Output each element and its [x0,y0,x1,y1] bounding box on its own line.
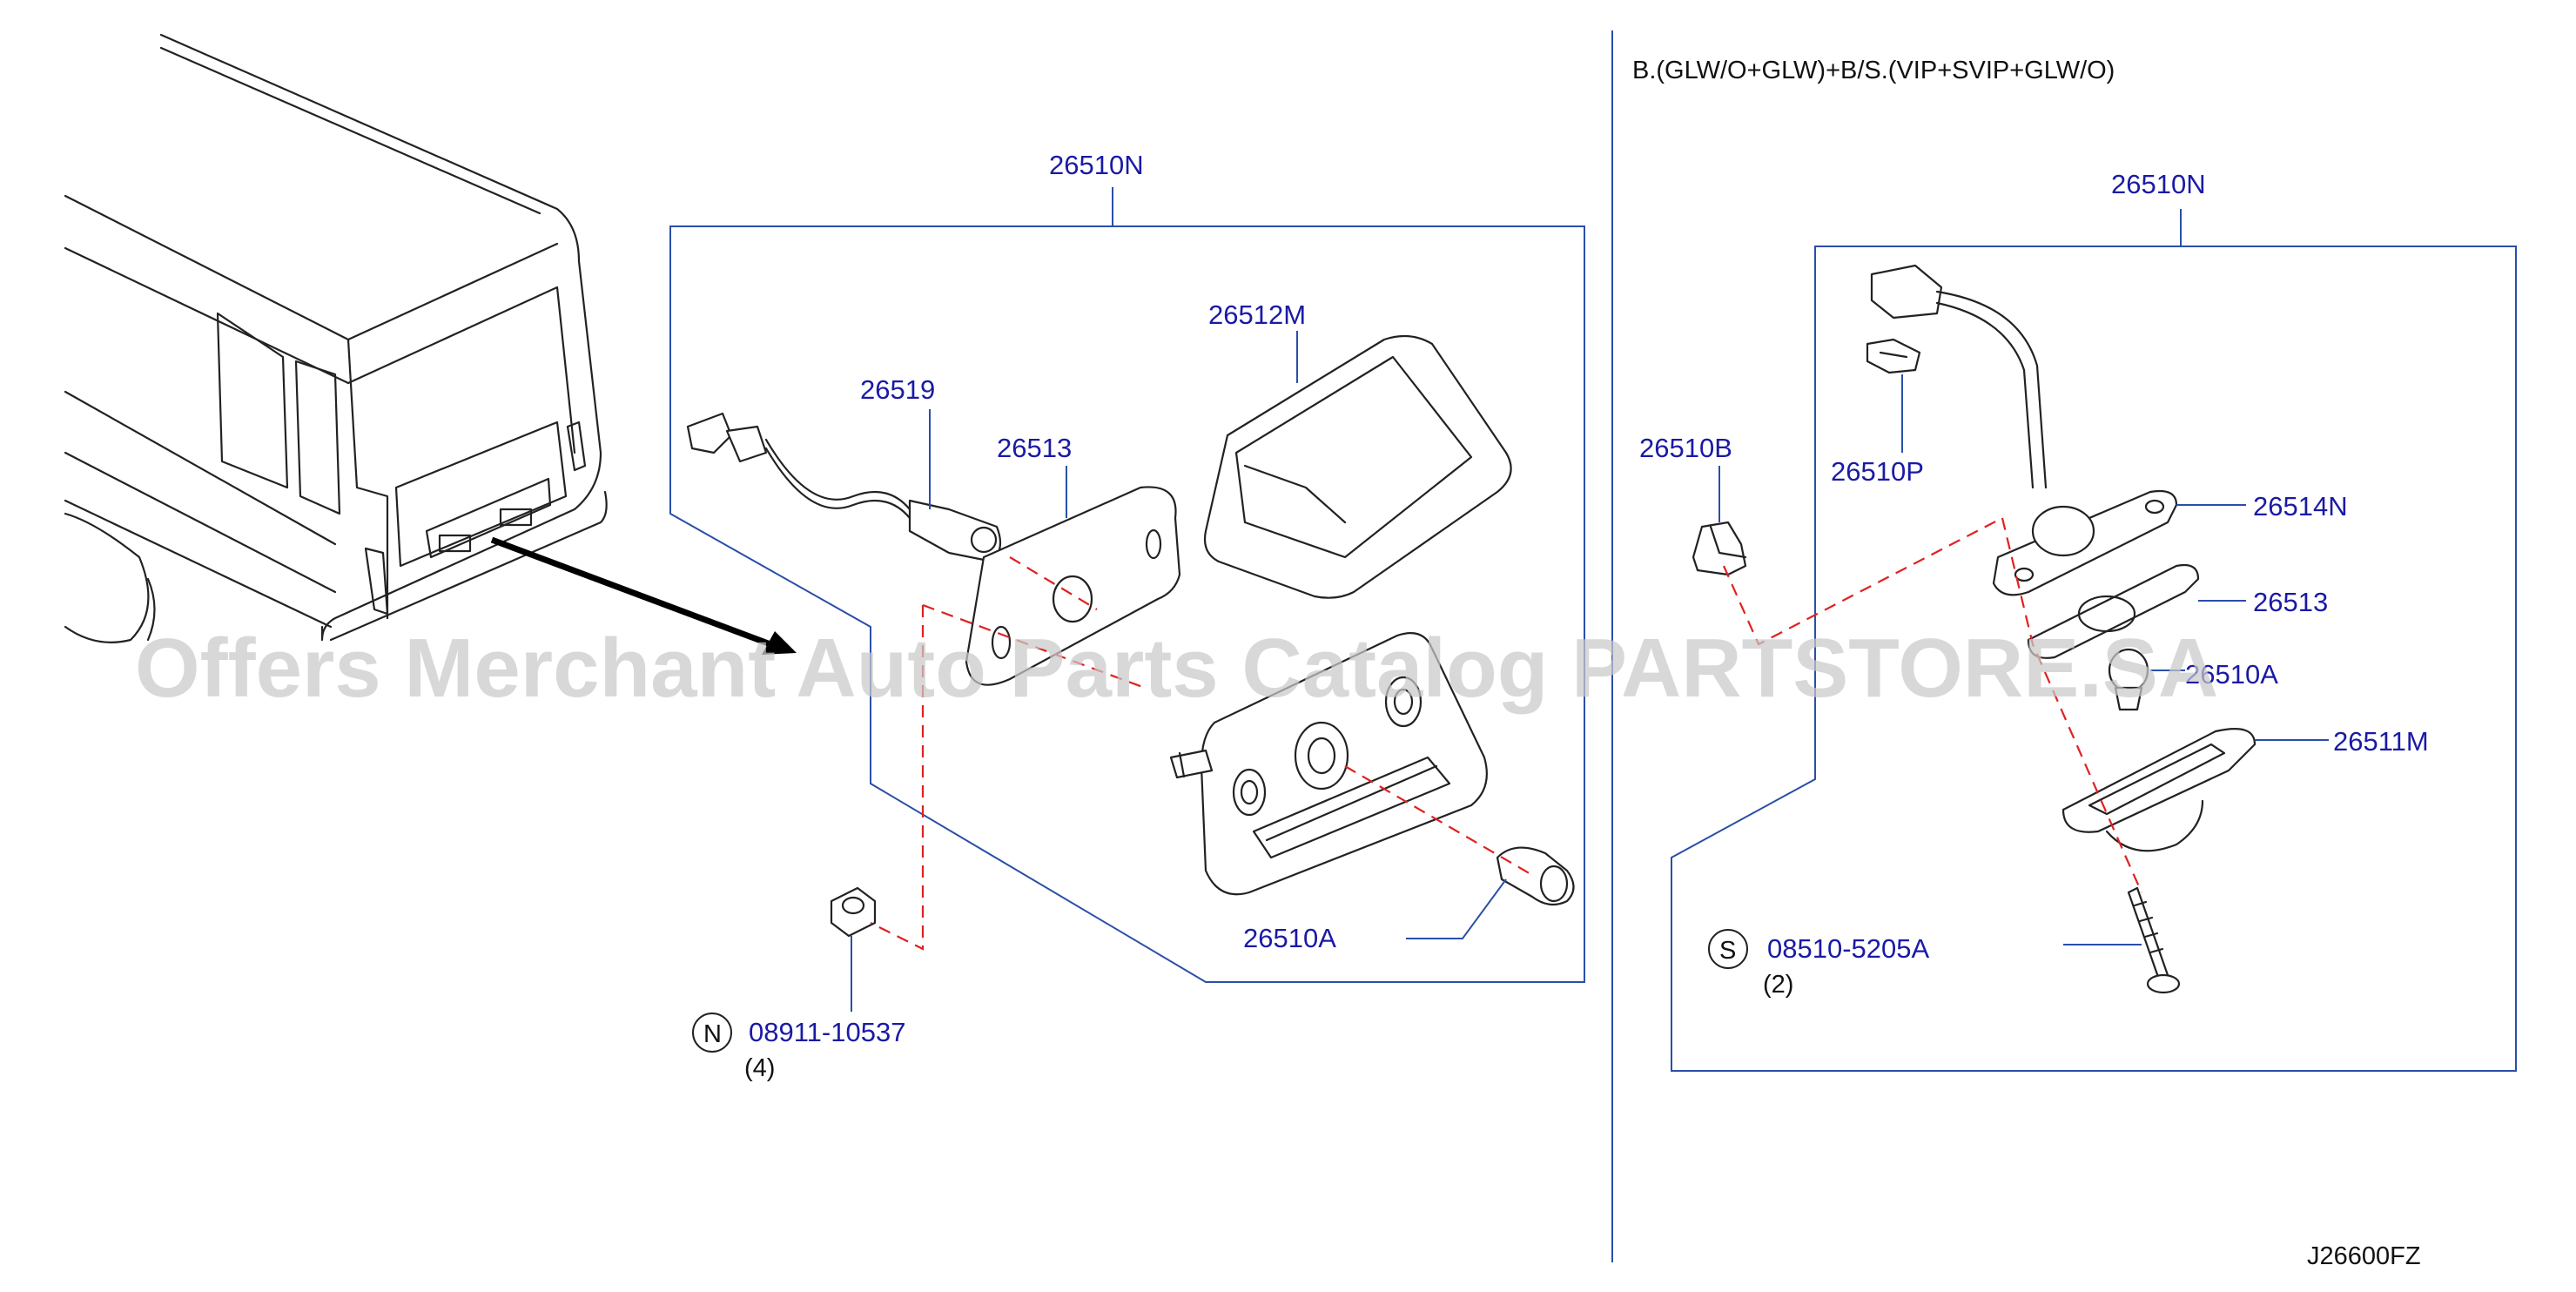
nut-part-label: 08911-10537 [749,1017,905,1047]
right-gasket-label: 26513 [2253,587,2328,617]
left-assembly-frame [669,225,1585,983]
left-lens-label: 26512M [1208,299,1306,330]
right-gasket [2027,563,2200,659]
left-dashed-guides [870,556,1533,951]
right-dashed-guides [1722,517,2143,893]
right-bulb [2108,648,2149,711]
left-lens-cover [1203,334,1512,599]
location-arrow [490,536,797,655]
right-screw [2127,886,2181,994]
nut-symbol: N [703,1020,722,1048]
left-bulb [1496,846,1575,906]
screw-part-label: 08510-5205A [1767,933,1929,964]
van-illustration [64,33,608,643]
right-connector-label: 26510P [1831,456,1924,487]
right-clip [1692,521,1747,576]
section-heading: B.(GLW/O+GLW)+B/S.(VIP+SVIP+GLW/O) [1632,57,2115,84]
screw-symbol-circle: S [1708,929,1748,969]
left-assembly-label: 26510N [1049,150,1144,180]
right-housing [1992,489,2178,596]
left-gasket [965,486,1181,686]
left-nut [830,886,877,938]
left-harness [686,412,1002,563]
right-clip-label: 26510B [1639,433,1732,463]
nut-symbol-circle: N [692,1013,732,1053]
right-assembly-frame [1671,246,2517,1072]
left-bulb-label: 26510A [1243,923,1336,953]
left-lamp-housing [1169,632,1488,896]
right-bulb-label: 26510A [2185,659,2278,690]
left-gasket-label: 26513 [997,433,1072,463]
screw-qty-label: (2) [1763,971,1793,999]
left-harness-label: 26519 [860,374,935,405]
right-assembly-label: 26510N [2111,169,2206,199]
watermark-text: Offers Merchant Auto Parts Catalog PARTS… [135,622,2218,715]
diagram-code: J26600FZ [2307,1242,2421,1270]
screw-symbol: S [1719,937,1736,965]
right-lens-label: 26511M [2333,726,2429,757]
right-lens [2061,728,2257,852]
right-connector [1866,264,2048,489]
nut-qty-label: (4) [744,1054,775,1082]
right-housing-label: 26514N [2253,491,2348,522]
